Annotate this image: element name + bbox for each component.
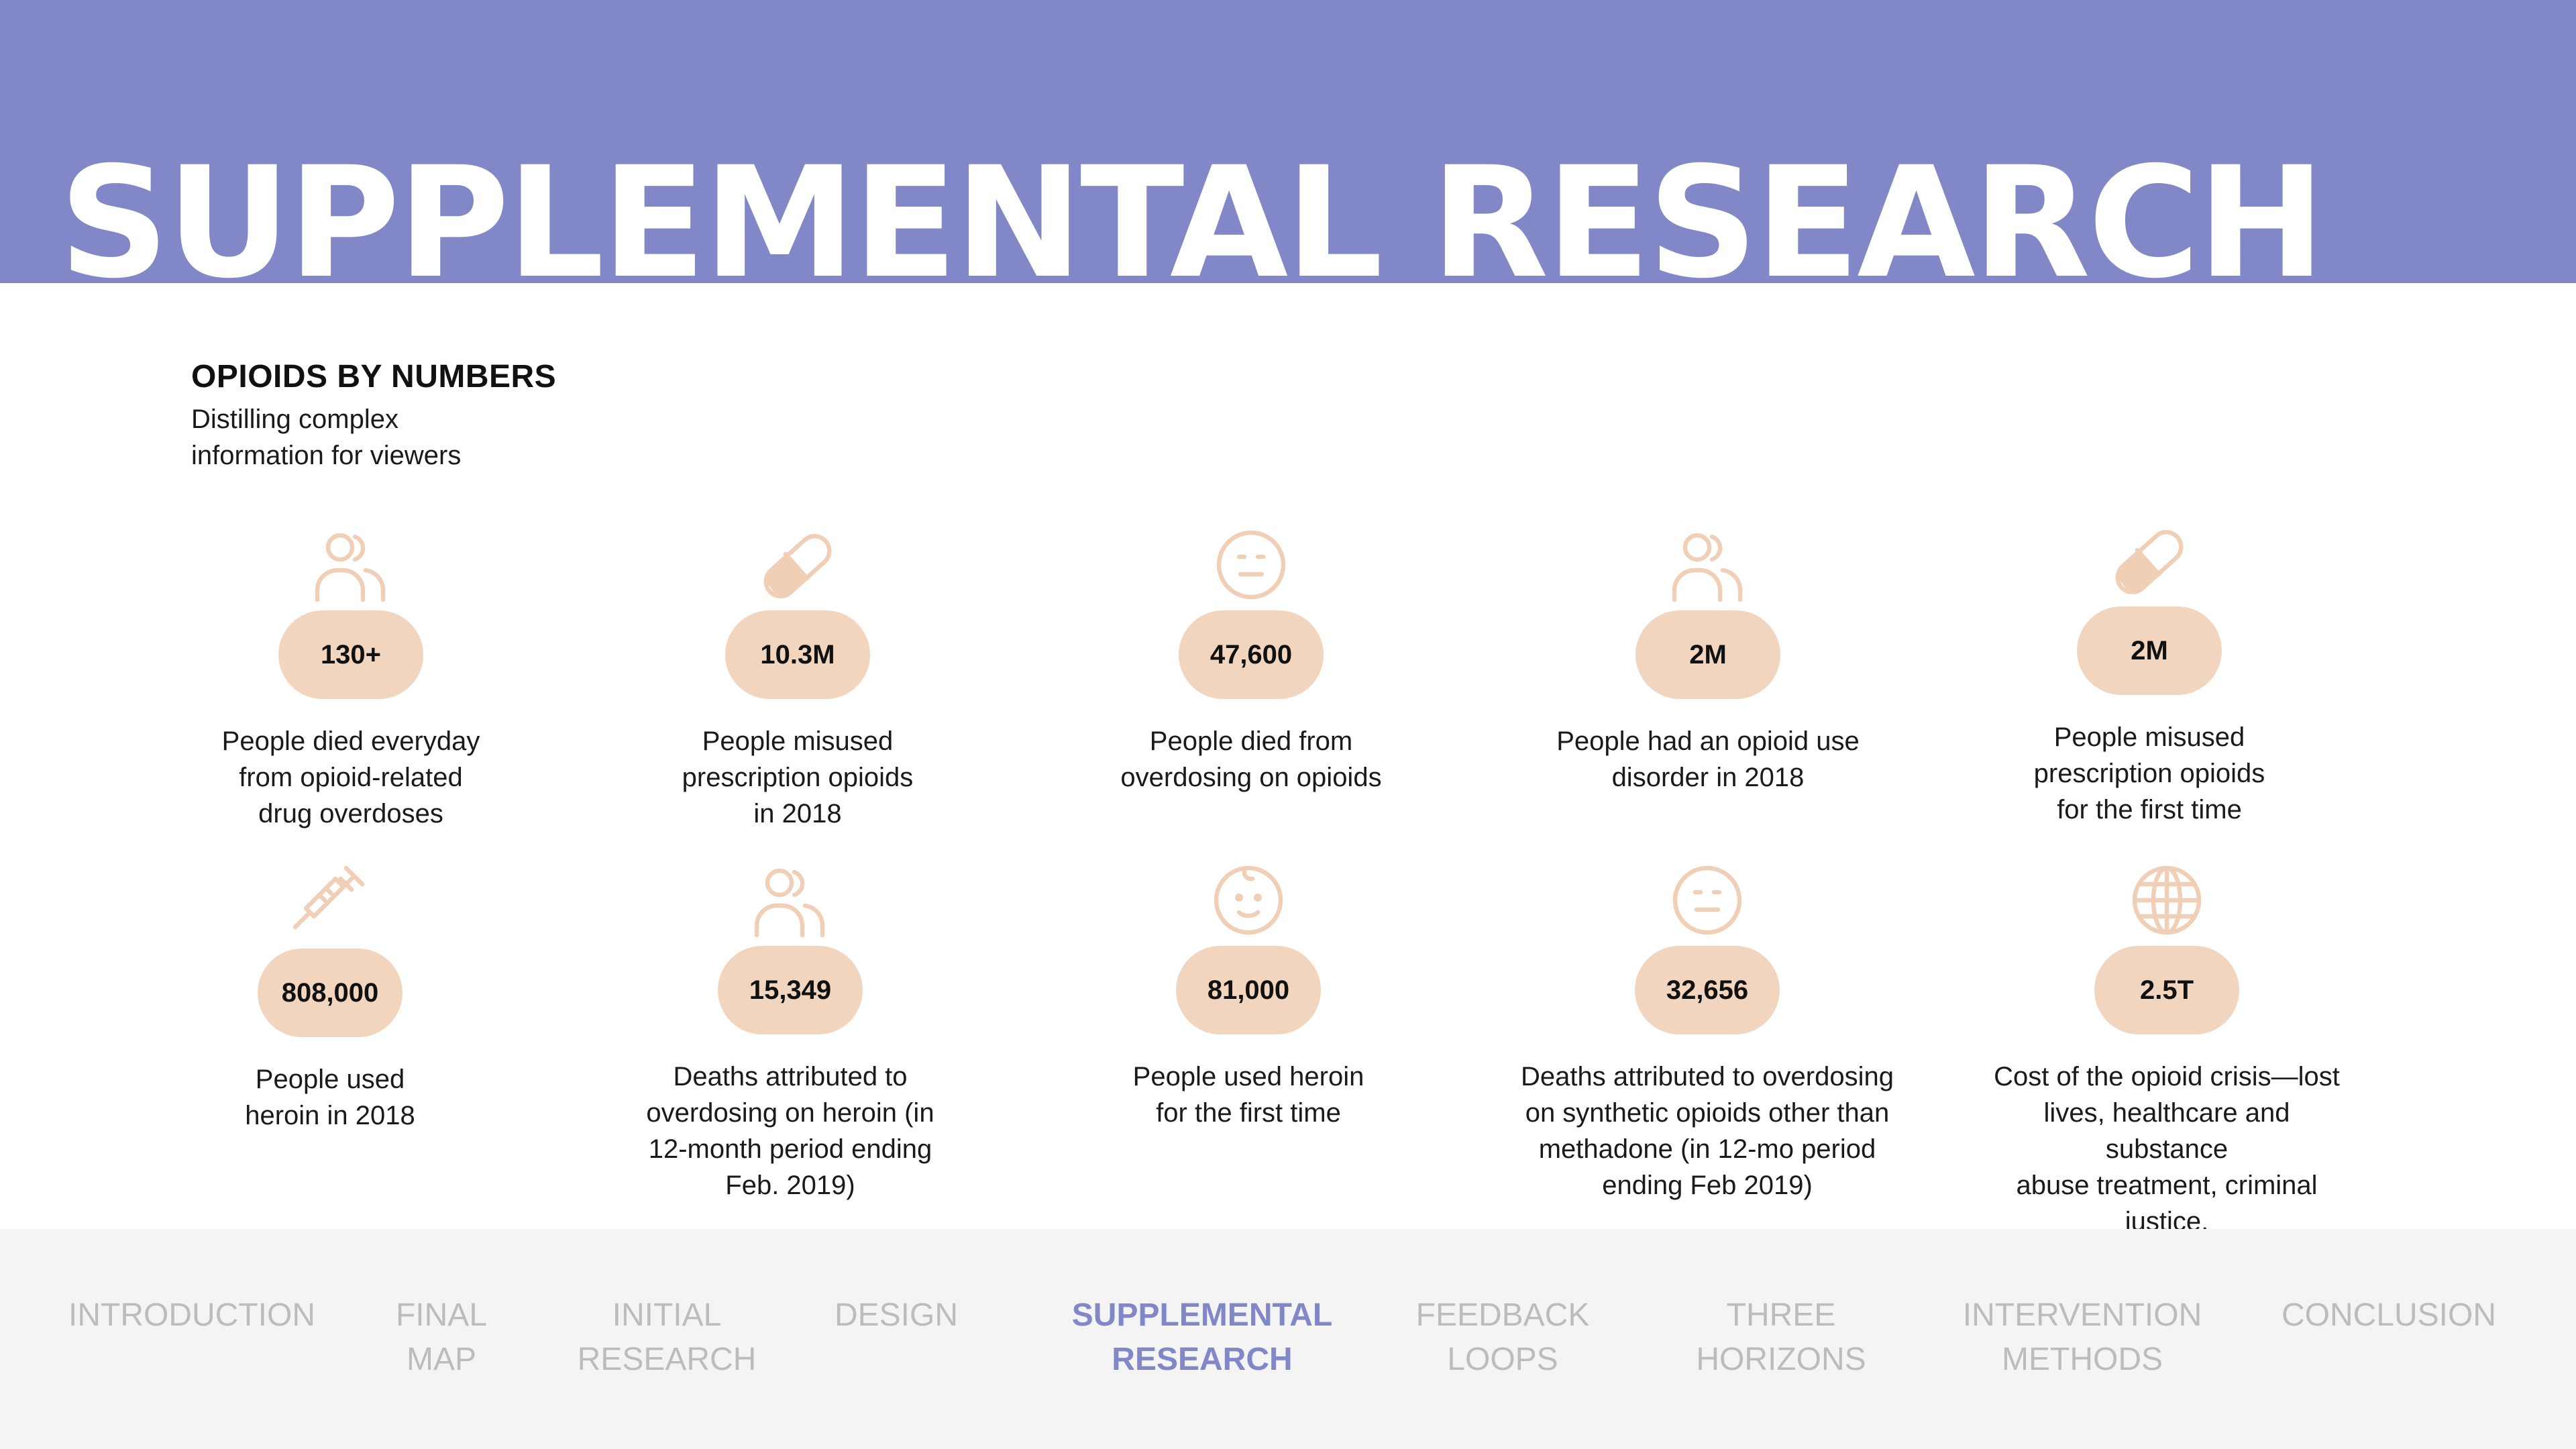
stat-value-pill: 32,656 [1635, 946, 1780, 1034]
stat-description: Cost of the opioid crisis—lost lives, he… [1993, 1062, 2341, 1273]
stat-value-pill: 15,349 [718, 946, 863, 1034]
stat-card: 15,349 Deaths attributed to overdosing o… [602, 860, 978, 1203]
neutral-face-icon [1664, 860, 1750, 941]
nav-item-initial-research[interactable]: INITIAL RESEARCH [577, 1297, 757, 1377]
nav-item-conclusion[interactable]: CONCLUSION [2281, 1297, 2497, 1333]
stat-card: 81,000 People used heroin for the first … [1061, 860, 1436, 1131]
stat-description: People misused prescription opioids in 2… [682, 727, 914, 828]
nav-item-design[interactable]: DESIGN [834, 1297, 959, 1333]
stat-card: 130+ People died everyday from opioid-re… [163, 525, 539, 832]
stat-value-pill: 47,600 [1179, 610, 1324, 699]
stat-value-pill: 81,000 [1176, 946, 1321, 1034]
section-subtitle: Distilling complex information for viewe… [191, 405, 462, 470]
people-icon [747, 860, 833, 941]
stat-card: 808,000 People used heroin in 2018 [142, 863, 518, 1134]
stat-value-pill: 2.5T [2094, 946, 2239, 1034]
stat-description: Deaths attributed to overdosing on synth… [1521, 1062, 1894, 1200]
nav-item-three-horizons[interactable]: THREE HORIZONS [1696, 1297, 1866, 1377]
stat-card: 2M People had an opioid use disorder in … [1520, 525, 1896, 796]
stat-value-pill: 2M [1635, 610, 1780, 699]
stat-card: 10.3M People misused prescription opioid… [610, 525, 985, 832]
stat-card: 47,600 People died from overdosing on op… [1063, 525, 1439, 796]
stat-card: 32,656 Deaths attributed to overdosing o… [1519, 860, 1895, 1203]
bottom-nav [0, 1229, 2576, 1449]
stat-value-pill: 130+ [278, 610, 423, 699]
globe-icon [2124, 860, 2210, 941]
page-title: SUPPLEMENTAL RESEARCH [59, 133, 2325, 283]
stat-description: People used heroin in 2018 [245, 1065, 415, 1130]
stat-value-pill: 808,000 [258, 949, 402, 1037]
nav-item-feedback-loops[interactable]: FEEDBACK LOOPS [1415, 1297, 1590, 1377]
header-band: SUPPLEMENTAL RESEARCH [0, 0, 2576, 283]
stat-description: People had an opioid use disorder in 201… [1556, 727, 1860, 792]
section-heading: OPIOIDS BY NUMBERS [191, 359, 557, 394]
stat-card: 2.5T Cost of the opioid crisis—lost live… [1979, 860, 2355, 1276]
pill-icon [755, 525, 841, 605]
stat-description: People died everyday from opioid-related… [221, 727, 480, 828]
people-icon [308, 525, 394, 605]
nav-item-intervention-methods[interactable]: INTERVENTION METHODS [1962, 1297, 2202, 1377]
pill-icon [2106, 521, 2192, 601]
stat-description: People used heroin for the first time [1132, 1062, 1364, 1128]
nav-item-final-map[interactable]: FINAL MAP [395, 1297, 488, 1377]
stat-description: People misused prescription opioids for … [2033, 722, 2265, 824]
nav-item-introduction[interactable]: INTRODUCTION [68, 1297, 315, 1333]
stat-description: People died from overdosing on opioids [1120, 727, 1382, 792]
neutral-face-icon [1208, 525, 1294, 605]
people-icon [1665, 525, 1751, 605]
stat-value-pill: 10.3M [725, 610, 870, 699]
stat-description: Deaths attributed to overdosing on heroi… [646, 1062, 934, 1200]
baby-face-icon [1205, 860, 1291, 941]
syringe-icon [287, 863, 373, 943]
nav-item-supplemental-research[interactable]: SUPPLEMENTAL RESEARCH [1071, 1297, 1333, 1377]
stat-value-pill: 2M [2077, 606, 2222, 695]
stat-card: 2M People misused prescription opioids f… [1962, 521, 2337, 828]
